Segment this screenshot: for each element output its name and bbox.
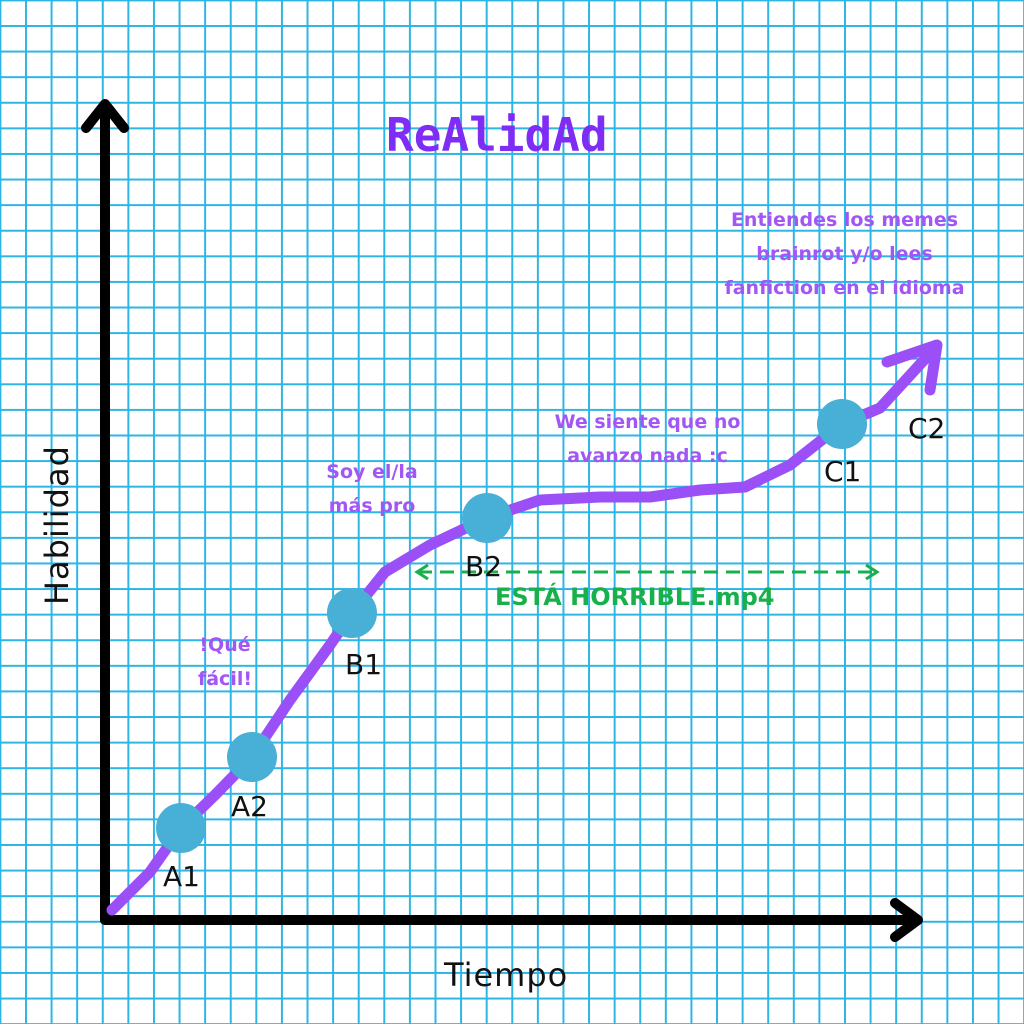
y-axis-arrowhead (81, 99, 129, 133)
point-label-b1: B1 (345, 648, 383, 681)
x-axis-arrowhead (890, 898, 923, 942)
point-label-a2: A2 (231, 790, 268, 823)
point-label-c2: C2 (908, 412, 946, 445)
point-b1-dot (327, 588, 377, 638)
annotation-goal: Entiendes los memes brainrot y/o lees fa… (724, 209, 965, 299)
point-b2-dot (462, 493, 512, 543)
point-a1-dot (156, 803, 206, 853)
point-a2-dot (227, 732, 277, 782)
annotation-pro: Soy el/la más pro (326, 461, 418, 517)
axes (81, 99, 923, 942)
curve-arrowhead (881, 339, 943, 396)
annotation-plateau: We siente que no avanzo nada :c (554, 411, 741, 467)
point-label-c1: C1 (824, 455, 862, 488)
chart-title: ReAlidAd (386, 108, 608, 162)
y-axis-label: Habilidad (38, 445, 76, 605)
x-axis-label: Tiempo (444, 956, 569, 994)
learning-curve (106, 342, 941, 916)
annotation-horrible: ESTÁ HORRIBLE.mp4 (495, 583, 775, 611)
point-label-b2: B2 (465, 550, 503, 583)
horrible-range-arrow (414, 563, 880, 581)
annotation-easy: !Qué fácil! (197, 634, 253, 690)
point-c1-dot (817, 399, 867, 449)
point-label-a1: A1 (163, 860, 200, 893)
